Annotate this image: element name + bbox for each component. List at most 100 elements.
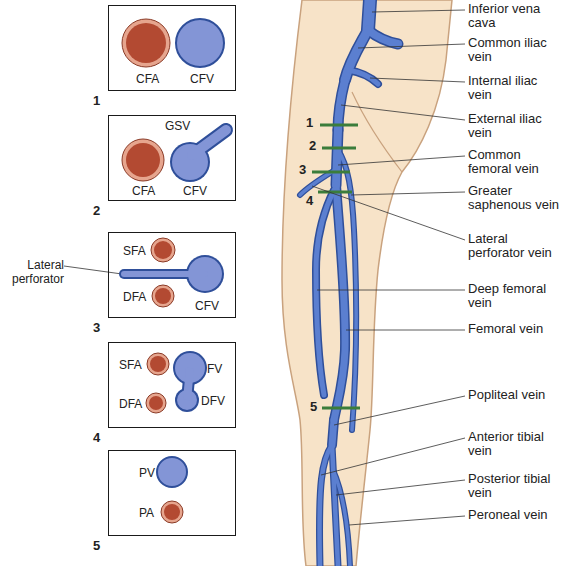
vessel-abbreviation: DFV xyxy=(201,394,225,408)
vein-label: Femoral vein xyxy=(468,322,564,336)
leader-line xyxy=(346,330,465,331)
cross-section-panel: 2GSVCFACFV xyxy=(108,115,236,201)
section-line xyxy=(322,407,360,410)
vein-label: Peroneal vein xyxy=(468,508,564,522)
vein-label: Lateral perforator vein xyxy=(468,232,564,260)
vein-label: External iliac vein xyxy=(468,112,564,140)
leader-line xyxy=(317,290,465,291)
artery-lumen xyxy=(150,356,166,372)
vein-lumen xyxy=(192,130,226,155)
vessel-abbreviation: GSV xyxy=(165,119,190,133)
artery-wall xyxy=(147,353,169,375)
artery-section xyxy=(146,353,169,413)
leader-line xyxy=(64,266,122,274)
vessel-abbreviation: SFA xyxy=(123,244,146,258)
vein-lumen xyxy=(124,271,205,277)
artery-lumen xyxy=(126,143,160,177)
section-line xyxy=(318,191,352,194)
callout-label: Lateral perforator xyxy=(2,258,64,286)
vein-outline xyxy=(332,445,338,566)
cross-section-panel: 3SFADFACFV xyxy=(108,232,236,318)
artery-lumen xyxy=(126,23,166,63)
groin-crease xyxy=(352,92,402,172)
vein xyxy=(332,420,334,445)
leader-line xyxy=(370,78,465,82)
panel-number: 2 xyxy=(93,204,100,218)
cross-section-panel: 4SFAFVDFADFV xyxy=(108,342,236,428)
vein-outline xyxy=(332,420,334,445)
vein xyxy=(320,445,333,566)
vein-lumen xyxy=(176,19,224,67)
leader-line xyxy=(341,105,465,120)
leader-line xyxy=(336,480,465,495)
veins xyxy=(300,0,398,566)
vessel-abbreviation: DFA xyxy=(123,290,146,304)
vein-outline xyxy=(348,70,378,84)
artery-lumen xyxy=(155,288,171,304)
vein-lumen xyxy=(187,368,190,400)
vessel-abbreviation: PA xyxy=(139,506,154,520)
vessel-abbreviation: SFA xyxy=(119,358,142,372)
section-number: 2 xyxy=(309,139,323,153)
vein-label: Common iliac vein xyxy=(468,36,564,64)
leader-lines xyxy=(64,10,465,525)
leader-line xyxy=(349,516,465,525)
artery-wall xyxy=(146,393,166,413)
vein-label: Popliteal vein xyxy=(468,388,564,402)
section-number: 4 xyxy=(306,194,320,208)
section-line xyxy=(312,171,350,174)
leader-line xyxy=(312,186,465,240)
vessel-abbreviation: CFA xyxy=(136,72,159,86)
vein-outline xyxy=(336,130,338,185)
vein-outlines xyxy=(300,0,398,566)
vein-outline xyxy=(334,185,345,420)
vein-outline xyxy=(368,0,370,30)
vein-label: Internal iliac vein xyxy=(468,74,564,102)
vein-outline xyxy=(316,190,334,395)
vein-section xyxy=(170,130,226,182)
artery-wall xyxy=(152,285,174,307)
vein xyxy=(332,445,338,566)
vein xyxy=(334,185,345,420)
vein-label: Inferior vena cava xyxy=(468,2,564,30)
leg-outline xyxy=(282,0,452,566)
section-line xyxy=(320,124,358,127)
artery-section xyxy=(122,139,164,181)
artery-section xyxy=(122,19,170,67)
panel-number: 3 xyxy=(93,321,100,335)
artery-lumen xyxy=(154,241,172,259)
vein xyxy=(336,130,338,185)
vein-outline xyxy=(192,130,226,155)
artery-wall xyxy=(122,19,170,67)
vessel-abbreviation: PV xyxy=(139,466,155,480)
vessel-abbreviation: CFV xyxy=(190,72,214,86)
vein xyxy=(368,0,370,30)
leader-line xyxy=(321,438,465,475)
leader-line xyxy=(372,10,465,12)
vein-label: Deep femoral vein xyxy=(468,282,564,310)
vein-label: Greater saphenous vein xyxy=(468,184,564,212)
vessel-abbreviation: CFV xyxy=(195,299,219,313)
artery-wall xyxy=(151,238,175,262)
artery-section xyxy=(161,501,183,523)
vessel-abbreviation: CFV xyxy=(183,184,207,198)
vein-section xyxy=(157,457,187,487)
section-number: 1 xyxy=(306,116,320,130)
leader-line xyxy=(358,44,465,48)
cross-section-panel: 1CFACFV xyxy=(108,5,236,91)
vein xyxy=(368,30,398,44)
vein-section xyxy=(176,19,224,67)
vein-label: Common femoral vein xyxy=(468,148,564,176)
leader-line xyxy=(351,192,465,195)
leader-line xyxy=(338,156,465,165)
section-line xyxy=(322,147,356,150)
vein xyxy=(316,190,334,395)
vein xyxy=(333,470,350,566)
vein xyxy=(348,70,378,84)
panel-number: 1 xyxy=(93,94,100,108)
vein-label: Anterior tibial vein xyxy=(468,430,564,458)
vein-outline xyxy=(368,30,398,44)
vein-label: Posterior tibial vein xyxy=(468,472,564,500)
leader-line xyxy=(334,396,465,425)
